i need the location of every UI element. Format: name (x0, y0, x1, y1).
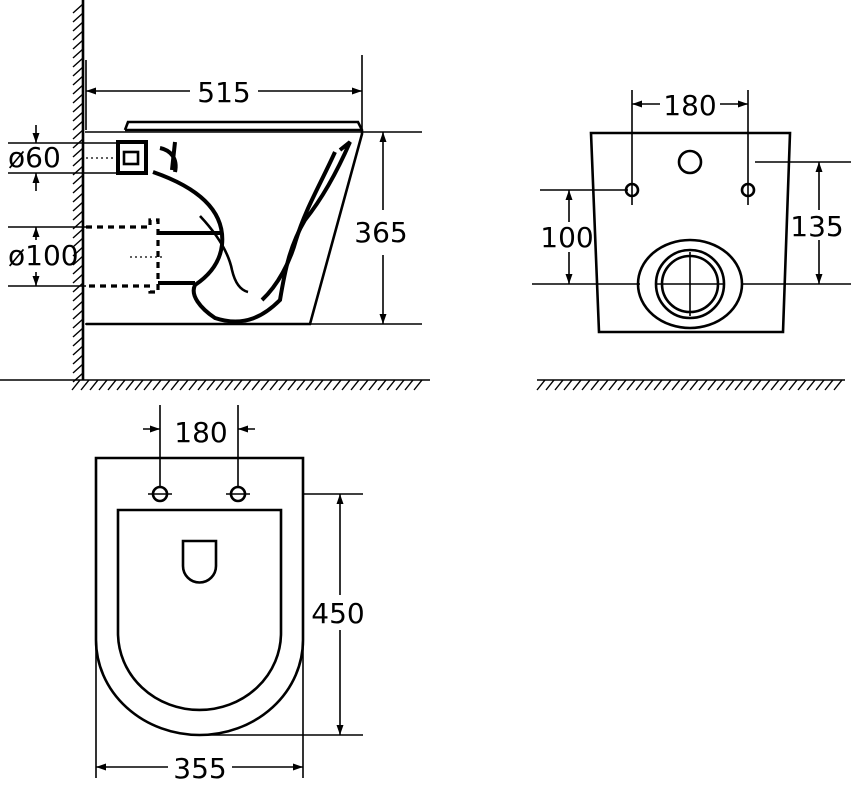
side-view: ø60 ø100 515 365 (0, 0, 430, 391)
top-length-label: 450 (311, 597, 364, 630)
back-view: 180 100 135 (532, 89, 851, 391)
bowl-opening-outline (116, 508, 283, 712)
outlet-diameter-label: ø100 (8, 239, 79, 272)
back-bolt-spacing-label: 180 (663, 89, 716, 122)
toilet-back-outline (589, 131, 792, 334)
outlet-height-label: 100 (540, 221, 593, 254)
drain-outline (181, 539, 218, 584)
depth-label: 515 (197, 76, 250, 109)
floor-hatching-right (536, 379, 845, 391)
height-label: 365 (354, 216, 407, 249)
top-width-label: 355 (173, 752, 226, 785)
inlet-hole (677, 149, 703, 175)
outlet-rings (636, 238, 744, 330)
inlet-height-label: 135 (790, 210, 843, 243)
wall-hatching (72, 0, 85, 383)
top-view: 180 450 355 (94, 405, 365, 785)
top-bolt-hole-right (226, 485, 250, 503)
top-bolt-hole-left (148, 485, 172, 503)
top-bolt-spacing-label: 180 (174, 416, 227, 449)
toilet-top-outline (94, 456, 305, 737)
toilet-side-profile (86, 120, 364, 326)
inlet-diameter-label: ø60 (8, 141, 61, 174)
floor-hatching-left (0, 379, 430, 391)
